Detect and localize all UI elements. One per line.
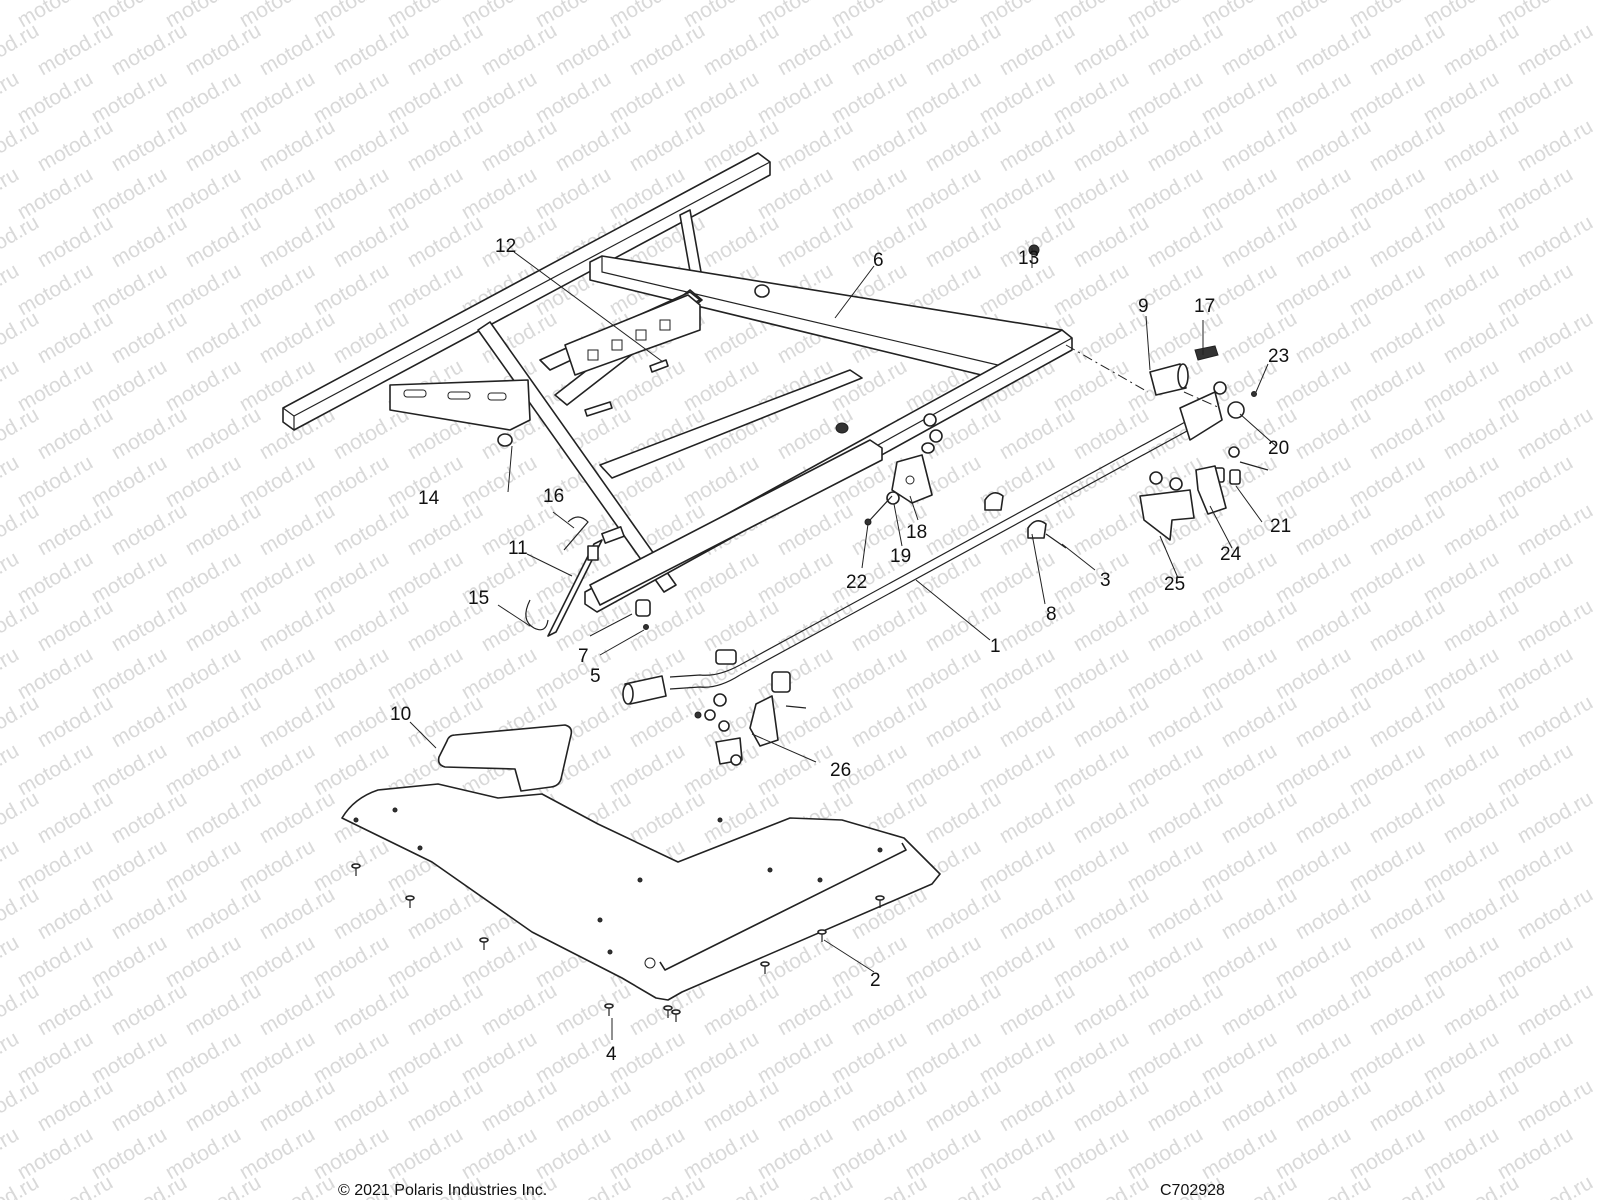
callout-3: 3 [1100,570,1111,591]
callout-20: 20 [1268,438,1289,459]
callouts: 1 2 3 4 5 6 7 8 9 10 11 12 13 14 15 16 1… [390,236,1291,1065]
callout-1: 1 [990,636,1001,657]
callout-15: 15 [468,588,489,609]
callout-12: 12 [495,236,516,257]
callout-22: 22 [846,572,867,593]
callout-17: 17 [1194,296,1215,317]
callout-10: 10 [390,704,411,725]
callout-23: 23 [1268,346,1289,367]
callout-9: 9 [1138,296,1149,317]
callout-6: 6 [873,250,884,271]
frame-assembly [282,152,1073,613]
skid-plate [341,724,941,1022]
callout-26: 26 [830,760,851,781]
callout-16: 16 [543,486,564,507]
callout-4: 4 [606,1044,617,1065]
callout-8: 8 [1046,604,1057,625]
callout-21: 21 [1270,516,1291,537]
callout-18: 18 [906,522,927,543]
callout-13: 13 [1018,248,1039,269]
callout-25: 25 [1164,574,1185,595]
leader-lines [409,248,1277,1040]
copyright-notice: © 2021 Polaris Industries Inc. [338,1182,548,1199]
drawing-code: C702928 [1160,1182,1225,1199]
callout-14: 14 [418,488,440,509]
strut-hardware [525,516,651,637]
callout-2: 2 [870,970,881,991]
linkage-hardware [622,344,1269,766]
callout-24: 24 [1220,544,1242,565]
callout-11: 11 [508,538,528,559]
callout-19: 19 [890,546,911,567]
callout-7: 7 [578,646,589,667]
callout-5: 5 [590,666,601,687]
